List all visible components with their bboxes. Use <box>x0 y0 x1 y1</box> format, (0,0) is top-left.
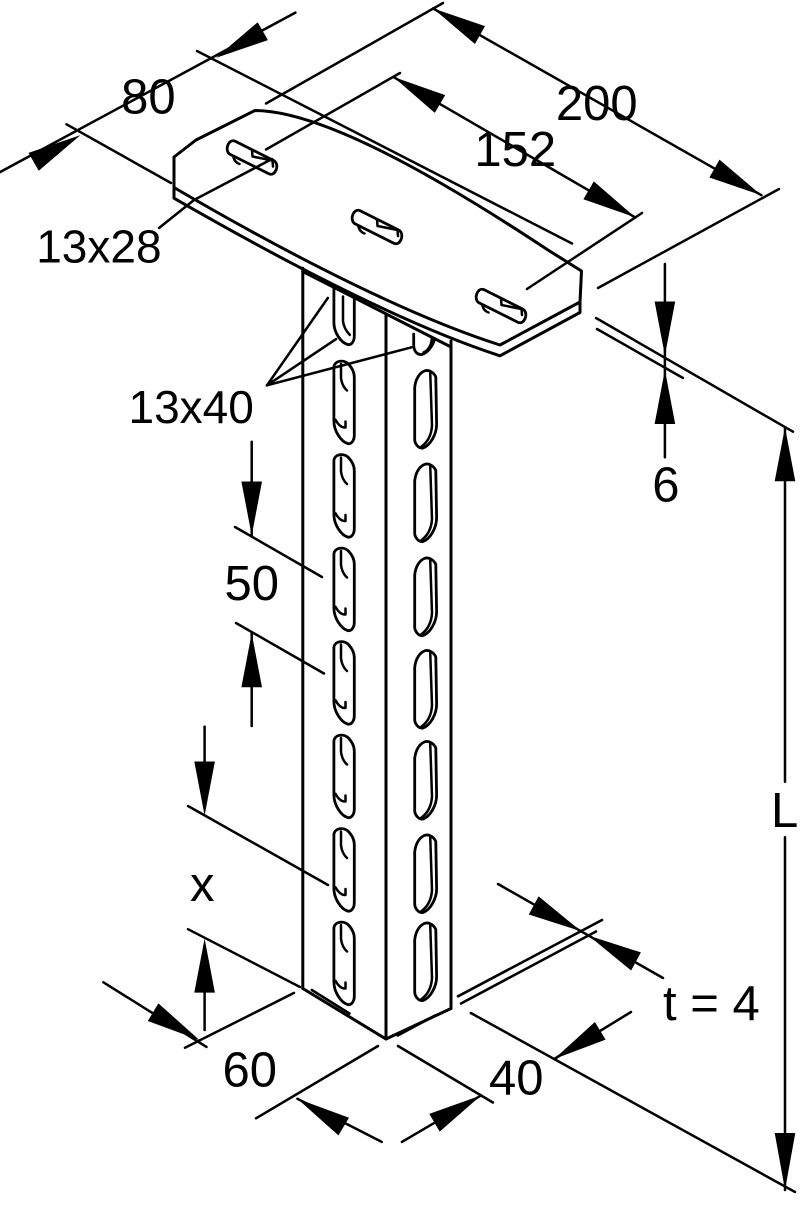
svg-text:200: 200 <box>556 77 638 131</box>
svg-text:40: 40 <box>489 1051 544 1105</box>
svg-text:t = 4: t = 4 <box>663 977 760 1031</box>
svg-text:152: 152 <box>474 123 556 177</box>
svg-text:80: 80 <box>121 71 176 125</box>
svg-text:60: 60 <box>223 1044 278 1098</box>
svg-text:L: L <box>771 784 798 838</box>
svg-text:50: 50 <box>224 557 279 611</box>
svg-text:x: x <box>190 858 215 912</box>
svg-text:13x40: 13x40 <box>129 381 254 433</box>
svg-text:6: 6 <box>652 458 679 512</box>
svg-text:13x28: 13x28 <box>36 220 161 272</box>
